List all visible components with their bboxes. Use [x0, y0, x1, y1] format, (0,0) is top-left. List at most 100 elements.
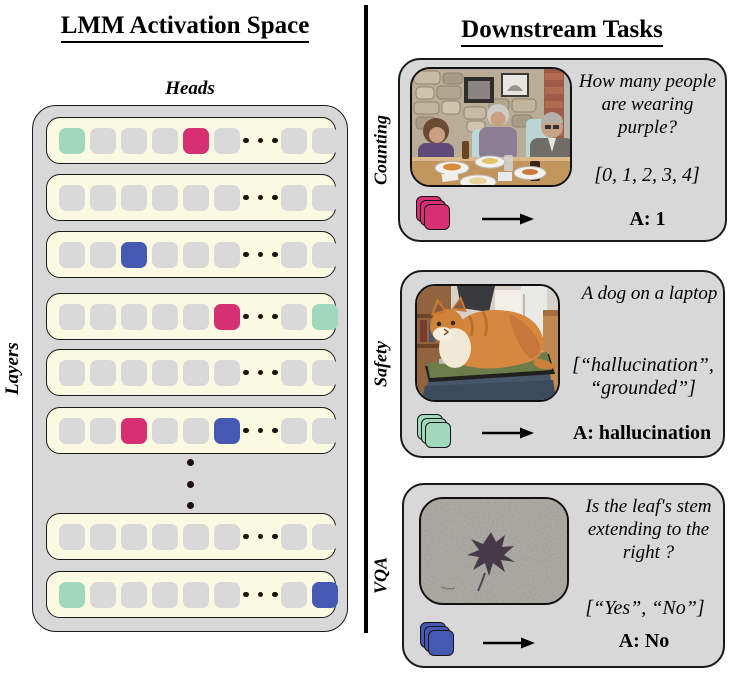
- vertical-ellipsis: [33, 457, 347, 511]
- blue-head-cell: [121, 241, 147, 268]
- gray-head-cell: [214, 359, 240, 386]
- layers-axis-label: Layers: [2, 342, 23, 395]
- layer-row-6: [46, 407, 338, 454]
- gray-head-cell: [183, 184, 209, 211]
- blue-head-stack-icon: [420, 622, 456, 658]
- teal-head-cell: [59, 581, 85, 608]
- gray-head-cell: [59, 359, 85, 386]
- heads-axis-label: Heads: [165, 78, 215, 99]
- teal-head-cell: [59, 127, 85, 154]
- horizontal-ellipsis: [240, 591, 281, 598]
- gray-head-cell: [311, 523, 338, 550]
- gray-head-cell: [152, 581, 178, 608]
- layer-row-8: [46, 571, 338, 618]
- gray-head-cell: [90, 417, 116, 444]
- gray-head-cell: [90, 303, 116, 330]
- horizontal-ellipsis: [240, 533, 281, 540]
- right-panel-title-text: Downstream Tasks: [461, 16, 663, 47]
- gray-head-cell: [59, 303, 85, 330]
- gray-head-cell: [90, 359, 116, 386]
- vqa-options: [“Yes”, “No”]: [585, 597, 705, 619]
- horizontal-ellipsis: [240, 251, 281, 258]
- pink-head-cell: [183, 127, 209, 154]
- counting-photo: [410, 67, 572, 187]
- gray-head-cell: [152, 184, 178, 211]
- left-panel-title-text: LMM Activation Space: [60, 12, 310, 43]
- horizontal-ellipsis: [240, 194, 281, 201]
- gray-head-cell: [280, 303, 307, 330]
- layer-row-7: [46, 513, 338, 560]
- task-card-safety: A dog on a laptop [“hallucination”, “gro…: [400, 270, 725, 458]
- layer-row-2: [46, 174, 338, 221]
- layer-row-1: [46, 117, 338, 164]
- gray-head-cell: [152, 303, 178, 330]
- gray-head-cell: [121, 127, 147, 154]
- gray-head-cell: [214, 184, 240, 211]
- gray-head-cell: [311, 127, 338, 154]
- horizontal-ellipsis: [240, 313, 281, 320]
- panel-divider: [364, 5, 368, 633]
- gray-head-cell: [214, 581, 240, 608]
- gray-head-cell: [121, 184, 147, 211]
- task-card-vqa: Is the leaf's stem extending to the righ…: [402, 483, 725, 668]
- teal-head-stack-icon: [417, 414, 453, 450]
- safety-answer: A: hallucination: [572, 422, 712, 444]
- right-panel-title: Downstream Tasks: [396, 16, 728, 47]
- task-label-vqa: VQA: [370, 557, 391, 595]
- gray-head-cell: [183, 241, 209, 268]
- layer-row-5: [46, 349, 338, 396]
- gray-head-cell: [311, 359, 338, 386]
- gray-head-cell: [183, 417, 209, 444]
- safety-options: [“hallucination”, “grounded”]: [572, 354, 714, 399]
- task-label-counting: Counting: [370, 114, 391, 186]
- counting-question: How many people are wearing purple?: [578, 71, 717, 139]
- gray-head-cell: [183, 303, 209, 330]
- vqa-question: Is the leaf's stem extending to the righ…: [585, 496, 712, 564]
- gray-head-cell: [152, 359, 178, 386]
- layer-row-4: [46, 293, 338, 340]
- safety-photo: [415, 284, 560, 402]
- gray-head-cell: [59, 523, 85, 550]
- blue-head-cell: [214, 417, 240, 444]
- gray-head-cell: [121, 581, 147, 608]
- pink-head-cell: [121, 417, 147, 444]
- gray-head-cell: [311, 184, 338, 211]
- counting-options: [0, 1, 2, 3, 4]: [594, 164, 700, 186]
- gray-head-cell: [121, 523, 147, 550]
- gray-head-cell: [183, 523, 209, 550]
- horizontal-ellipsis: [240, 137, 281, 144]
- gray-head-cell: [59, 184, 85, 211]
- gray-head-cell: [59, 241, 85, 268]
- vqa-answer: A: No: [618, 630, 670, 652]
- left-panel-title: LMM Activation Space: [18, 12, 352, 43]
- blue-head-cell: [311, 581, 338, 608]
- right-arrow-icon: [483, 636, 535, 650]
- teal-head-cell: [311, 303, 338, 330]
- gray-head-cell: [152, 417, 178, 444]
- gray-head-cell: [280, 581, 307, 608]
- gray-head-cell: [183, 581, 209, 608]
- pink-head-stack-icon: [416, 196, 452, 232]
- gray-head-cell: [280, 127, 307, 154]
- gray-head-cell: [311, 241, 338, 268]
- gray-head-cell: [90, 184, 116, 211]
- gray-head-cell: [121, 359, 147, 386]
- gray-head-cell: [214, 241, 240, 268]
- gray-head-cell: [59, 417, 85, 444]
- gray-head-cell: [214, 127, 240, 154]
- activation-grid: [32, 105, 348, 632]
- gray-head-cell: [90, 581, 116, 608]
- gray-head-cell: [90, 241, 116, 268]
- counting-answer: A: 1: [629, 208, 666, 230]
- horizontal-ellipsis: [240, 427, 281, 434]
- right-arrow-icon: [482, 426, 534, 440]
- gray-head-cell: [121, 303, 147, 330]
- gray-head-cell: [280, 241, 307, 268]
- gray-head-cell: [280, 523, 307, 550]
- layer-row-3: [46, 231, 338, 278]
- horizontal-ellipsis: [240, 369, 281, 376]
- right-arrow-icon: [482, 212, 534, 226]
- task-card-counting: How many people are wearing purple? [0, …: [398, 58, 727, 242]
- safety-question: A dog on a laptop: [581, 283, 718, 304]
